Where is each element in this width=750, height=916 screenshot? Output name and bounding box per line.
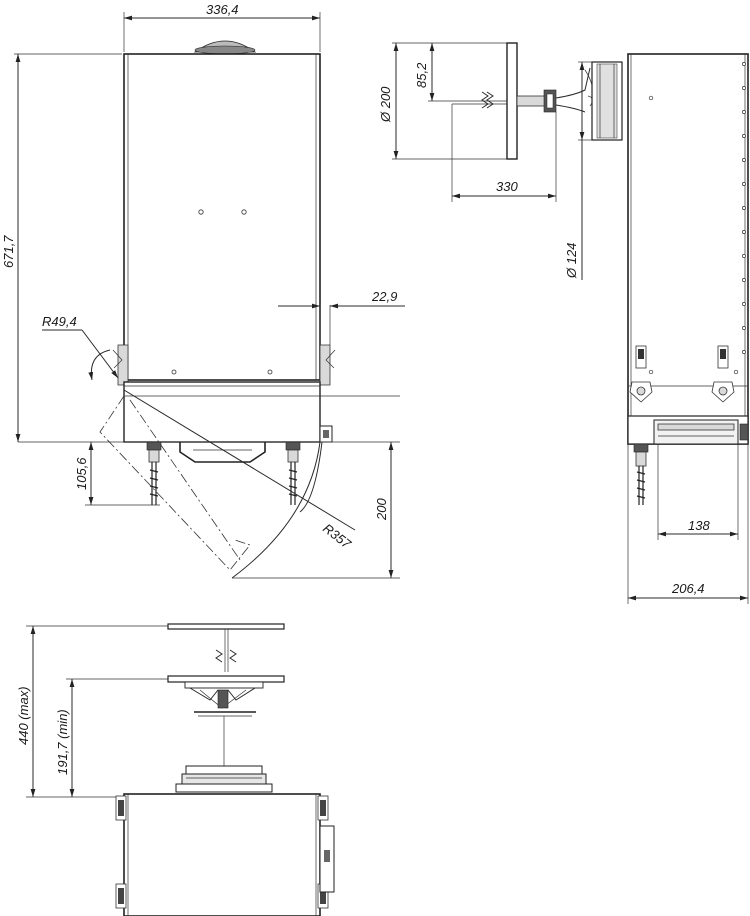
side-view: Ø 200 85,2 330 Ø 124 138 206,4: [378, 42, 749, 604]
dim-depth: 206,4: [671, 581, 705, 596]
side-body: [627, 53, 749, 445]
dim-width: 336,4: [206, 2, 239, 17]
dim-offset: 22,9: [371, 289, 397, 304]
side-latch-left: [629, 345, 653, 403]
dim-max-height: 440 (max): [16, 686, 31, 745]
dim-center-offset: 85,2: [414, 62, 429, 88]
front-foot-left: [146, 441, 162, 505]
dim-length: 330: [496, 179, 518, 194]
dim-hinge-radius: R49,4: [42, 314, 77, 329]
side-latch-right: [711, 345, 735, 403]
dim-base-width: 138: [688, 518, 710, 533]
dim-leg: 105,6: [74, 457, 89, 490]
front-view: 336,4 671,7 22,9 R49,4 105,6 200 R357: [1, 2, 405, 579]
dim-swing-depth: 200: [374, 498, 389, 521]
front-lower-section: [123, 381, 321, 443]
front-body: [123, 53, 321, 381]
dim-min-height: 191,7 (min): [55, 709, 70, 775]
top-view-body: [123, 793, 321, 916]
dim-diameter-top: Ø 200: [378, 86, 393, 123]
dim-height: 671,7: [1, 235, 16, 268]
dim-swing-radius: R357: [320, 521, 354, 552]
top-view: 440 (max) 191,7 (min): [16, 623, 335, 916]
front-foot-right: [285, 441, 301, 505]
dim-diameter-duct: Ø 124: [564, 243, 579, 279]
